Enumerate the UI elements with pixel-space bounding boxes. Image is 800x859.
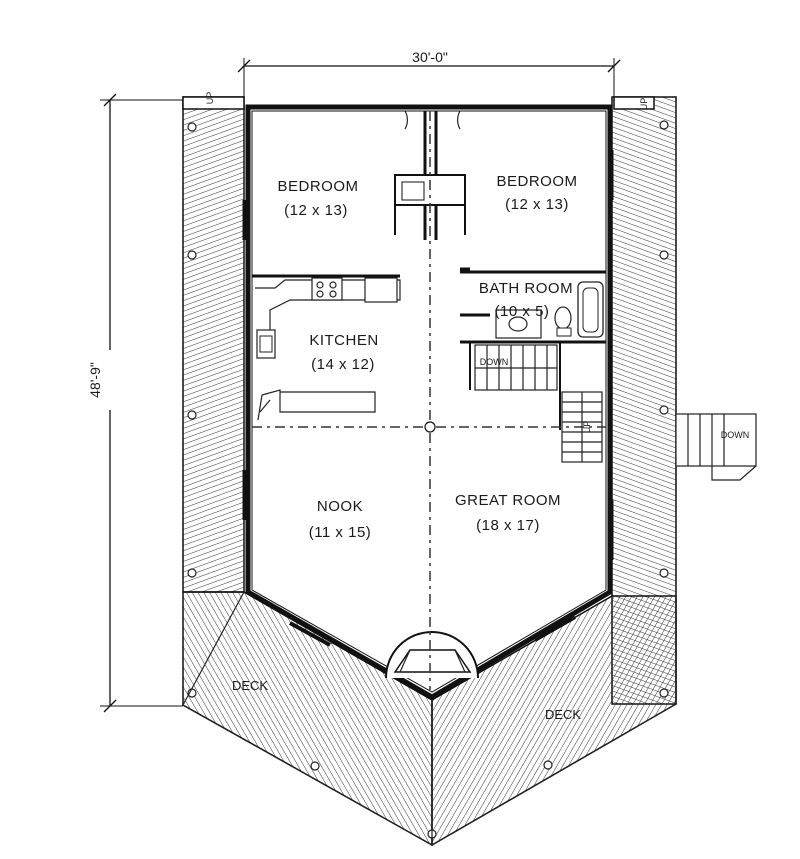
room-size-great-room: (18 x 17): [476, 517, 540, 534]
room-name-kitchen: KITCHEN: [309, 332, 378, 349]
room-labels: BEDROOM (12 x 13) BEDROOM (12 x 13) KITC…: [277, 173, 577, 541]
exterior-stairs: DOWN: [675, 413, 757, 481]
dimension-width: 30'-0": [237, 49, 621, 100]
fireplace: [385, 631, 479, 679]
bath-fixtures: [460, 267, 604, 339]
room-name-nook: NOOK: [317, 498, 363, 515]
stair-down-label: DOWN: [480, 357, 509, 367]
deck-label-right: DECK: [545, 707, 581, 722]
room-name-bedroom-left: BEDROOM: [277, 178, 358, 195]
deck-labels: DECK DECK: [232, 678, 581, 722]
interior-stairs: DOWN UP: [474, 344, 603, 463]
width-dimension: 30'-0": [412, 49, 448, 65]
corner-stairs: UP UP: [182, 92, 655, 111]
deck-label-left: DECK: [232, 678, 268, 693]
stair-up-label: UP: [582, 421, 592, 434]
depth-dimension: 48'-9": [87, 362, 103, 398]
room-size-kitchen: (14 x 12): [311, 356, 375, 373]
up-label-left: UP: [205, 92, 215, 105]
kitchen-counters: [255, 277, 401, 421]
outside-stair-label: DOWN: [721, 430, 750, 440]
dimension-depth: 48'-9": [87, 93, 183, 713]
room-size-bedroom-right: (12 x 13): [505, 196, 569, 213]
beam-lines: [252, 111, 606, 690]
room-name-bedroom-right: BEDROOM: [496, 173, 577, 190]
room-size-nook: (11 x 15): [309, 524, 372, 541]
room-size-bedroom-left: (12 x 13): [284, 202, 348, 219]
exterior-walls: [242, 104, 614, 700]
room-size-bathroom: (10 x 5): [495, 303, 550, 320]
room-name-bathroom: BATH ROOM: [479, 280, 573, 297]
up-label-right: UP: [639, 98, 649, 111]
room-name-great-room: GREAT ROOM: [455, 492, 561, 509]
